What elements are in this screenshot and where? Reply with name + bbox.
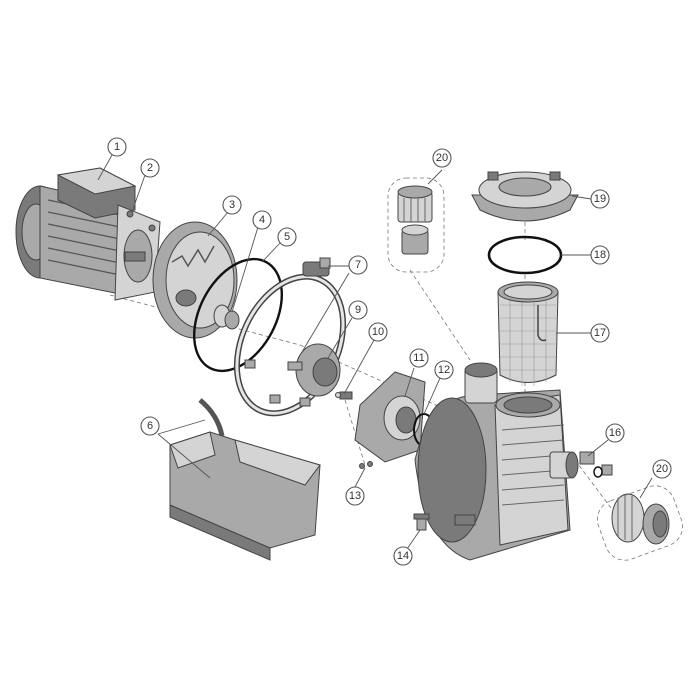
callout-7: 7: [348, 255, 368, 275]
union-side-part: [611, 493, 670, 545]
strainer-lid-part: [471, 171, 579, 222]
union-side-group-box: [597, 485, 683, 561]
callout-16: 16: [605, 423, 625, 443]
callout-19-label: 19: [594, 193, 606, 205]
callout-3: 3: [222, 195, 242, 215]
pump-housing-part: [414, 362, 579, 561]
drain-plug-side-part: [579, 451, 613, 478]
leader-lines: [97, 154, 653, 550]
callout-12: 12: [434, 360, 454, 380]
callout-11: 11: [409, 348, 429, 368]
clamp-ring-part: [233, 257, 347, 417]
callout-6-label: 6: [147, 420, 153, 432]
drain-plug-bottom-part: [413, 513, 430, 531]
union-top-group-box: [387, 177, 445, 273]
callout-20-top: 20: [432, 148, 452, 168]
callout-17: 17: [590, 323, 610, 343]
callout-5: 5: [277, 227, 297, 247]
shaft-seal-part: [213, 304, 240, 330]
lid-o-ring-part: [487, 235, 563, 275]
callout-10: 10: [368, 322, 388, 342]
callout-1: 1: [107, 137, 127, 157]
diffuser-part: [354, 371, 426, 463]
callout-3-label: 3: [229, 199, 235, 211]
diffuser-screws-part: [359, 461, 373, 469]
o-ring-part: [192, 257, 284, 373]
impeller-screw-part: [335, 391, 353, 400]
callout-14: 14: [393, 546, 413, 566]
callout-9: 9: [348, 300, 368, 320]
callout-13: 13: [345, 486, 365, 506]
callout-1-label: 1: [114, 141, 120, 153]
callout-20-side-label: 20: [656, 463, 668, 475]
callout-6: 6: [140, 416, 160, 436]
callout-17-label: 17: [594, 327, 606, 339]
callout-11-label: 11: [413, 352, 424, 364]
union-top-part: [397, 185, 433, 255]
callout-14-label: 14: [397, 550, 409, 562]
motor-part: [15, 167, 161, 301]
strainer-basket-part: [497, 281, 559, 386]
callout-2-label: 2: [147, 162, 153, 174]
callout-20-top-label: 20: [436, 152, 448, 164]
callout-4-label: 4: [259, 214, 265, 226]
callout-12-label: 12: [438, 364, 450, 376]
callout-9-label: 9: [355, 304, 361, 316]
callout-20-side: 20: [652, 459, 672, 479]
callout-5-label: 5: [284, 231, 290, 243]
callout-10-label: 10: [372, 326, 384, 338]
callout-4: 4: [252, 210, 272, 230]
callout-16-label: 16: [609, 427, 621, 439]
callout-7-label: 7: [355, 259, 361, 271]
callout-18-label: 18: [594, 249, 606, 261]
callout-18: 18: [590, 245, 610, 265]
callout-19: 19: [590, 189, 610, 209]
motor-base-part: [169, 398, 321, 561]
callout-13-label: 13: [349, 490, 361, 502]
callout-2: 2: [140, 158, 160, 178]
